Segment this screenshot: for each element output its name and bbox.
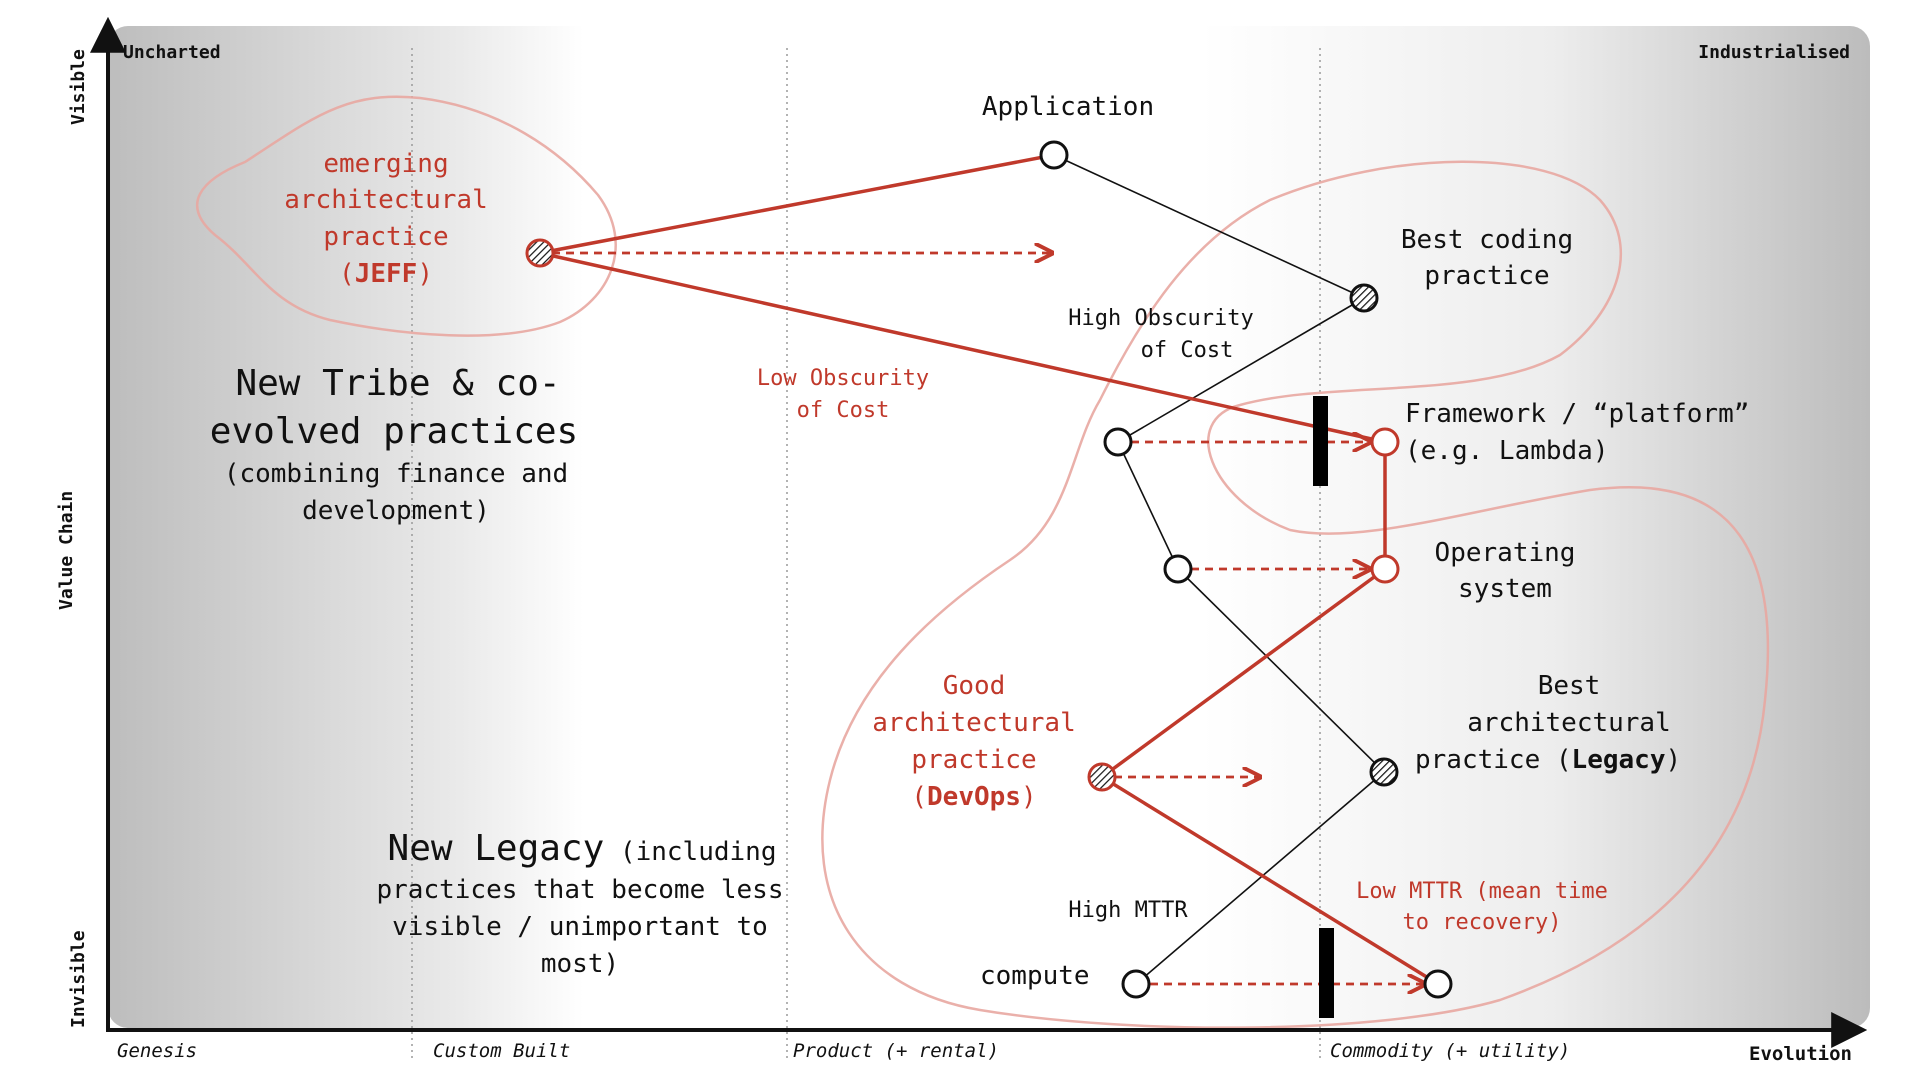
evolution-arrows: [552, 253, 1425, 984]
annot-high-obscurity-2: of Cost: [1141, 338, 1234, 363]
y-axis-bottom-label: Invisible: [68, 930, 89, 1028]
label-application: Application: [982, 92, 1154, 122]
node-framework[interactable]: [1370, 427, 1400, 457]
inertia-bar-framework: [1313, 396, 1328, 486]
new-legacy-line-4: most): [541, 949, 619, 979]
map-background: [108, 26, 1870, 1028]
new-legacy-line-2: practices that become less: [377, 875, 784, 905]
new-tribe-sub-2: development): [302, 496, 490, 526]
label-emerging-2: architectural: [284, 185, 488, 215]
legacy-practice-region: [821, 160, 1770, 1029]
node-compute-utility[interactable]: [1423, 969, 1453, 999]
practice-regions: [195, 95, 1770, 1029]
label-best-arch-3b: ): [1665, 745, 1681, 775]
label-os-1: Operating: [1435, 538, 1576, 568]
inertia-bar-compute: [1319, 928, 1334, 1018]
label-compute: compute: [980, 961, 1090, 991]
link-os-devops: [1100, 567, 1387, 779]
label-emerging-3: practice: [323, 222, 448, 252]
new-tribe-title-1: New Tribe & co-: [235, 363, 560, 404]
evolved-links: [539, 153, 1439, 986]
label-emerging-4: (JEFF): [339, 259, 433, 289]
label-best-arch-3: practice (Legacy): [1415, 745, 1681, 775]
node-best-coding[interactable]: [1349, 283, 1379, 313]
annot-low-mttr-1: Low MTTR (mean time: [1356, 879, 1608, 904]
nodes: [525, 140, 1453, 999]
link-jeff-app: [539, 153, 1055, 255]
link-os-arch-legacy: [1177, 568, 1385, 773]
new-legacy-small: (including: [604, 837, 776, 867]
new-tribe-sub-1: (combining finance and: [224, 459, 568, 489]
label-emerging-4b: ): [417, 259, 433, 289]
label-good-4b: ): [1021, 782, 1037, 812]
corner-industrialised: Industrialised: [1698, 42, 1850, 63]
label-framework-1: Framework / “platform”: [1405, 399, 1749, 429]
label-emerging-1: emerging: [323, 149, 448, 179]
node-framework-legacy[interactable]: [1103, 427, 1133, 457]
axes: [90, 16, 1868, 1048]
stage-genesis: Genesis: [117, 1040, 197, 1062]
label-good-1: Good: [943, 671, 1006, 701]
node-application[interactable]: [1039, 140, 1069, 170]
stage-product: Product (+ rental): [793, 1040, 999, 1062]
node-compute[interactable]: [1121, 969, 1151, 999]
jeff-region: [195, 95, 617, 337]
y-axis-label: Value Chain: [56, 491, 77, 610]
value-chain-links: [1053, 154, 1385, 985]
label-best-coding-1: Best coding: [1401, 225, 1573, 255]
node-os[interactable]: [1370, 554, 1400, 584]
annot-low-obscurity-2: of Cost: [797, 398, 890, 423]
node-os-legacy[interactable]: [1163, 554, 1193, 584]
annot-high-obscurity-1: High Obscurity: [1068, 306, 1253, 331]
link-arch-compute-legacy: [1135, 771, 1385, 985]
corner-uncharted: Uncharted: [123, 42, 221, 63]
node-devops[interactable]: [1087, 762, 1117, 792]
label-emerging-bold: JEFF: [355, 259, 418, 289]
link-app-coding: [1053, 154, 1365, 299]
node-jeff[interactable]: [525, 238, 555, 268]
label-emerging-4a: (: [339, 259, 355, 289]
label-best-arch-2: architectural: [1467, 708, 1671, 738]
label-good-4a: (: [911, 782, 927, 812]
link-devops-compute: [1101, 775, 1439, 986]
new-legacy-big: New Legacy: [388, 828, 605, 869]
label-good-bold: DevOps: [927, 782, 1021, 812]
new-legacy-line-1: New Legacy (including: [388, 828, 777, 869]
new-tribe-title-2: evolved practices: [210, 411, 578, 452]
annot-high-mttr: High MTTR: [1068, 898, 1188, 923]
label-good-3: practice: [911, 745, 1036, 775]
annot-low-mttr-2: to recovery): [1403, 910, 1562, 935]
label-best-arch-1: Best: [1538, 671, 1601, 701]
annot-low-obscurity-1: Low Obscurity: [757, 366, 929, 391]
label-best-arch-3a: practice (: [1415, 745, 1572, 775]
label-good-4: (DevOps): [911, 782, 1036, 812]
stage-commodity: Commodity (+ utility): [1330, 1040, 1570, 1062]
link-jeff-framework: [539, 251, 1386, 444]
label-best-arch-bold: Legacy: [1572, 745, 1666, 775]
link-coding-framework-legacy: [1117, 297, 1365, 443]
stage-dividers: [411, 48, 1321, 1058]
x-axis-label: Evolution: [1749, 1043, 1852, 1065]
label-os-2: system: [1458, 574, 1552, 604]
label-framework-2: (e.g. Lambda): [1405, 436, 1609, 466]
y-axis-top-label: Visible: [68, 49, 89, 125]
node-best-arch-legacy[interactable]: [1369, 757, 1399, 787]
link-framework-os-legacy: [1117, 441, 1179, 570]
stage-custom: Custom Built: [433, 1040, 570, 1062]
new-legacy-line-3: visible / unimportant to: [392, 912, 768, 942]
label-best-coding-2: practice: [1424, 261, 1549, 291]
label-good-2: architectural: [872, 708, 1076, 738]
